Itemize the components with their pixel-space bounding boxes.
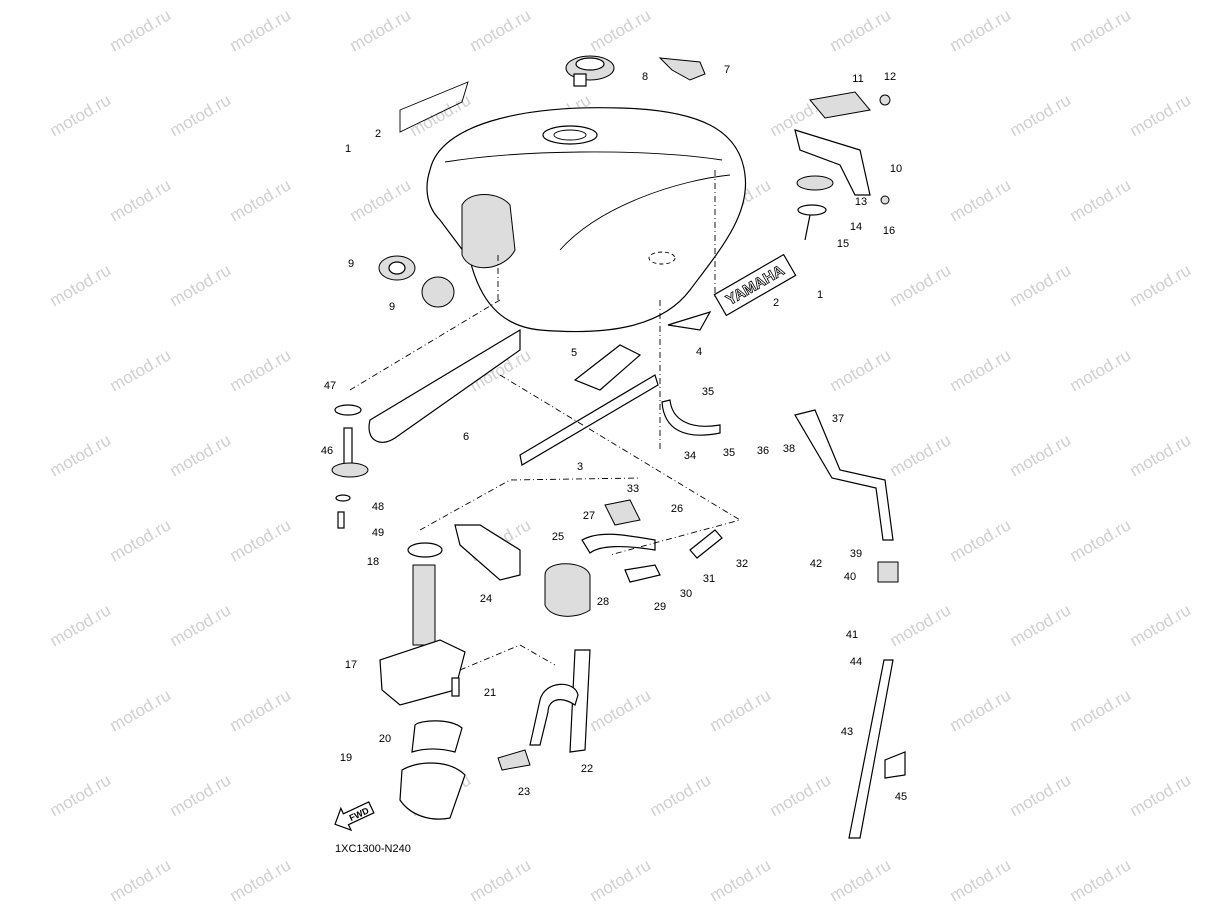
fuel-cap xyxy=(565,55,615,87)
callout-number: 23 xyxy=(518,786,530,798)
drawing-code: 1XC1300-N240 xyxy=(335,843,411,855)
valve-40 xyxy=(877,561,899,583)
callout-number: 32 xyxy=(736,558,748,570)
callout-number: 29 xyxy=(654,601,666,613)
callout-number: 33 xyxy=(627,483,639,495)
yamaha-emblem: YAMAHA xyxy=(713,253,797,317)
callout-number: 36 xyxy=(757,445,769,457)
callout-number: 45 xyxy=(895,791,907,803)
callout-number: 24 xyxy=(480,593,492,605)
hose-43 xyxy=(848,659,894,839)
hose-22 xyxy=(569,649,591,753)
clamp-45 xyxy=(884,751,906,779)
callout-number: 9 xyxy=(348,258,354,270)
callout-number: 39 xyxy=(850,548,862,560)
callout-number: 40 xyxy=(844,571,856,583)
callout-number: 48 xyxy=(372,501,384,513)
callout-number: 2 xyxy=(375,128,381,140)
callout-number: 37 xyxy=(832,413,844,425)
callout-number: 25 xyxy=(552,531,564,543)
fuel-cock xyxy=(379,542,466,820)
breather-hose-37 xyxy=(794,409,894,541)
strip-3 xyxy=(519,374,659,466)
callout-number: 12 xyxy=(884,71,896,83)
callout-number: 14 xyxy=(850,221,862,233)
fuel-sender xyxy=(331,404,369,529)
callout-number: 47 xyxy=(324,380,336,392)
clamp-33 xyxy=(604,499,641,526)
decal-7 xyxy=(658,57,706,81)
hose-34 xyxy=(661,399,721,436)
callout-number: 26 xyxy=(671,503,683,515)
callout-number: 13 xyxy=(855,196,867,208)
callout-number: 38 xyxy=(783,443,795,455)
callout-number: 35 xyxy=(723,447,735,459)
callout-number: 7 xyxy=(724,64,730,76)
assembly-lines xyxy=(349,170,742,671)
callout-number: 30 xyxy=(680,588,692,600)
mount-bracket xyxy=(794,91,891,241)
callout-number: 15 xyxy=(837,238,849,250)
clamp-23 xyxy=(497,749,531,771)
callout-number: 46 xyxy=(321,445,333,457)
side-cover-6 xyxy=(368,328,521,443)
callout-number: 2 xyxy=(773,297,779,309)
forward-arrow: FWD xyxy=(334,801,375,832)
callout-number: 22 xyxy=(581,763,593,775)
callout-number: 4 xyxy=(696,346,702,358)
callout-number: 8 xyxy=(642,71,648,83)
fitting-29 xyxy=(624,564,661,583)
callout-number: 19 xyxy=(340,752,352,764)
callout-number: 16 xyxy=(883,225,895,237)
callout-number: 35 xyxy=(702,386,714,398)
decal-2-left xyxy=(399,81,469,133)
callout-number: 6 xyxy=(463,431,469,443)
callout-number: 18 xyxy=(367,556,379,568)
grommets-9 xyxy=(378,255,455,308)
callout-number: 9 xyxy=(389,301,395,313)
pad-5 xyxy=(573,344,642,391)
callout-number: 28 xyxy=(597,596,609,608)
hose-22b xyxy=(529,683,579,746)
callout-number: 10 xyxy=(890,163,902,175)
callout-number: 44 xyxy=(850,656,862,668)
callout-number: 27 xyxy=(583,510,595,522)
callout-number: 49 xyxy=(372,527,384,539)
hose-31 xyxy=(689,529,723,559)
callout-number: 20 xyxy=(379,733,391,745)
callout-number: 1 xyxy=(817,289,823,301)
callout-number: 3 xyxy=(577,461,583,473)
callout-number: 11 xyxy=(852,73,863,85)
callout-number: 17 xyxy=(345,659,357,671)
callout-number: 42 xyxy=(810,558,822,570)
callout-number: 43 xyxy=(841,726,853,738)
callout-number: 34 xyxy=(684,450,696,462)
fuel-tank xyxy=(426,107,747,333)
hose-27 xyxy=(581,533,656,554)
callout-number: 5 xyxy=(571,347,577,359)
pad-4 xyxy=(667,310,712,331)
callout-number: 1 xyxy=(345,143,351,155)
callout-number: 31 xyxy=(703,573,715,585)
callout-number: 41 xyxy=(846,629,858,641)
callout-number: 21 xyxy=(484,687,496,699)
fuel-filter xyxy=(454,524,591,617)
